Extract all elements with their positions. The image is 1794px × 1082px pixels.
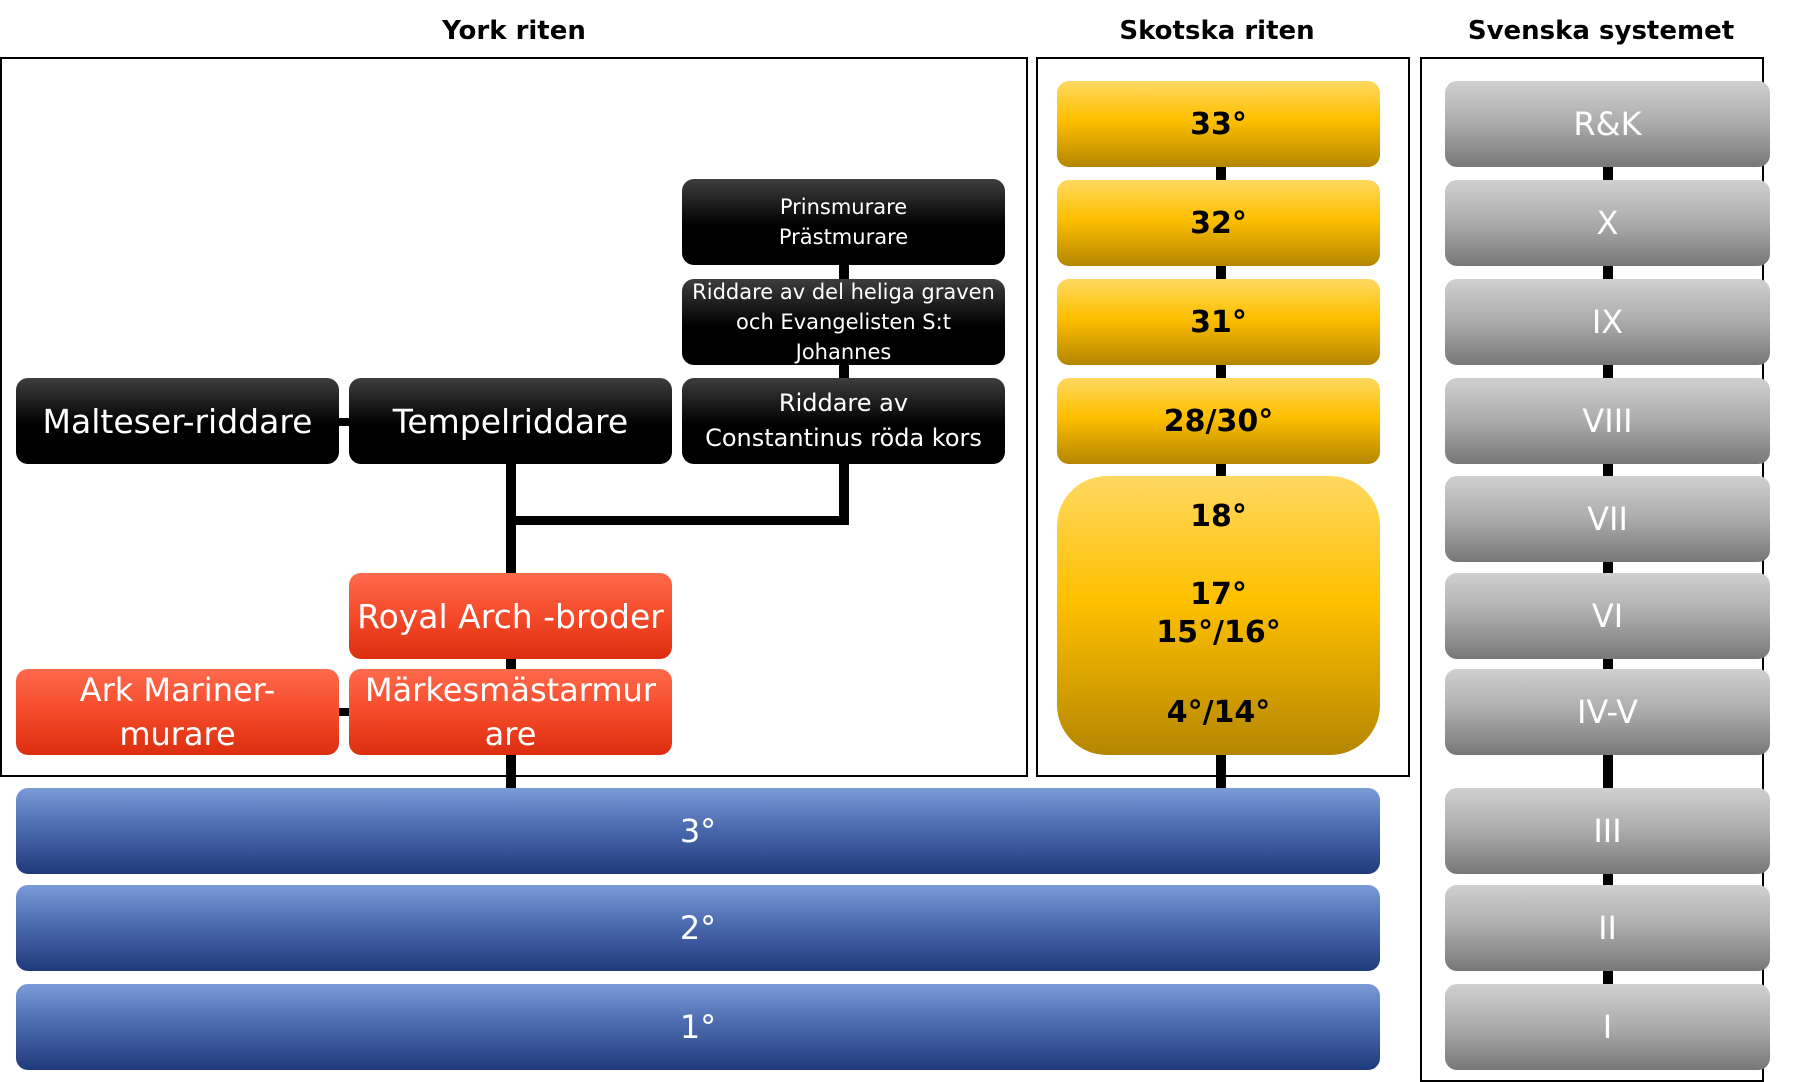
scottish-lower-degrees-box: 18° 17° 15°/16° 4°/14° [1057,476,1380,755]
swedish-degree-iv-v-label: IV-V [1576,693,1638,731]
scottish-degree-4-14-label: 4°/14° [1166,695,1271,730]
swedish-degree-ii-box: II [1445,885,1770,971]
swedish-degree-ii-label: II [1598,909,1617,947]
swedish-degree-vii-box: VII [1445,476,1770,562]
ark-mariner-label: Ark Mariner- murare [79,671,276,753]
prinsmurare-box: Prinsmurare Prästmurare [682,179,1005,265]
markesmastar-label: Märkesmästarmur are [365,671,656,753]
scottish-degree-31-box: 31° [1057,279,1380,365]
scottish-degree-28-30-box: 28/30° [1057,378,1380,464]
swedish-system-frame [1420,57,1764,1082]
scottish-degree-17-15-16-label: 17° 15°/16° [1156,577,1281,650]
scottish-connector-line [1216,160,1226,790]
york-ark-connector-line [336,708,350,716]
malteser-label: Malteser-riddare [42,401,313,441]
swedish-degree-vi-box: VI [1445,573,1770,659]
scottish-degree-28-30-label: 28/30° [1163,403,1274,439]
markesmastar-box: Märkesmästarmur are [349,669,672,755]
tempel-label: Tempelriddare [392,401,629,441]
swedish-degree-vi-label: VI [1591,597,1624,635]
york-malteser-connector-line [336,418,350,426]
swedish-degree-vii-label: VII [1587,500,1628,538]
scottish-degree-31-label: 31° [1190,304,1247,340]
craft-degree-1-label: 1° [679,1008,717,1046]
craft-degree-3-bar: 3° [16,788,1380,874]
swedish-degree-ix-label: IX [1591,303,1624,341]
malteser-box: Malteser-riddare [16,378,339,464]
scottish-degree-32-label: 32° [1190,205,1247,241]
swedish-degree-ix-box: IX [1445,279,1770,365]
scottish-degree-33-label: 33° [1190,106,1247,142]
swedish-degree-rk-box: R&K [1445,81,1770,167]
tempel-box: Tempelriddare [349,378,672,464]
swedish-degree-rk-label: R&K [1573,105,1642,143]
scottish-degree-33-box: 33° [1057,81,1380,167]
constantinus-box: Riddare av Constantinus röda kors [682,378,1005,464]
craft-degree-3-label: 3° [679,812,717,850]
swedish-degree-x-box: X [1445,180,1770,266]
swedish-degree-viii-label: VIII [1582,402,1633,440]
craft-degree-2-bar: 2° [16,885,1380,971]
royal-arch-box: Royal Arch -broder [349,573,672,659]
prinsmurare-label: Prinsmurare Prästmurare [778,195,909,249]
swedish-system-heading: Svenska systemet [1467,16,1735,46]
swedish-degree-viii-box: VIII [1445,378,1770,464]
craft-degree-1-bar: 1° [16,984,1380,1070]
ark-mariner-box: Ark Mariner- murare [16,669,339,755]
york-branch-connector-line [506,516,849,525]
scottish-degree-32-box: 32° [1057,180,1380,266]
swedish-degree-i-box: I [1445,984,1770,1070]
scottish-rite-heading: Skotska riten [1119,16,1315,46]
swedish-degree-iv-v-box: IV-V [1445,669,1770,755]
craft-degree-2-label: 2° [679,909,717,947]
constantinus-label: Riddare av Constantinus röda kors [705,389,982,452]
riddare-graven-box: Riddare av del heliga graven och Evangel… [682,279,1005,365]
swedish-degree-iii-label: III [1593,812,1622,850]
royal-arch-label: Royal Arch -broder [357,596,664,636]
scottish-degree-18-label: 18° [1190,499,1247,534]
swedish-degree-i-label: I [1602,1008,1613,1046]
swedish-degree-x-label: X [1596,204,1619,242]
riddare-graven-label: Riddare av del heliga graven och Evangel… [692,280,995,364]
york-rite-heading: York riten [442,16,586,46]
swedish-degree-iii-box: III [1445,788,1770,874]
